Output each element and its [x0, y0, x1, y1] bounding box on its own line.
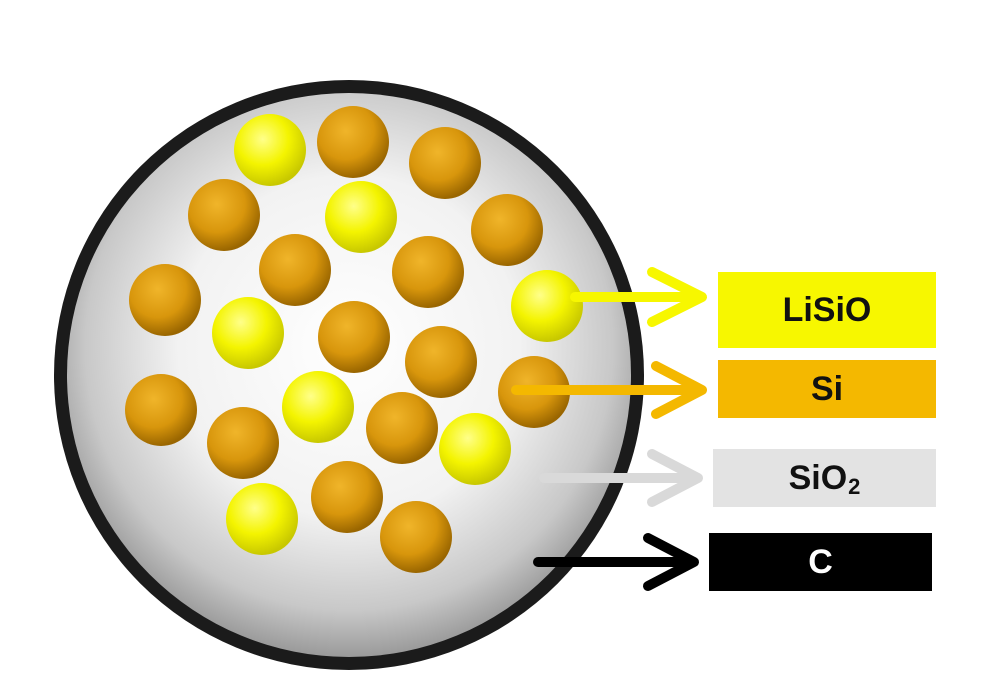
arrow-sio2 [539, 449, 703, 507]
si-particle [409, 127, 481, 199]
si-particle [207, 407, 279, 479]
lisio-particle [325, 181, 397, 253]
lisio-particles [212, 114, 583, 555]
label-c-text: C [808, 542, 833, 581]
arrow-c [533, 533, 699, 591]
si-particle [259, 234, 331, 306]
label-si-text: Si [810, 369, 844, 408]
si-particle [311, 461, 383, 533]
lisio-particle [282, 371, 354, 443]
label-lisio-text: LiSiO [782, 290, 872, 329]
label-c: C [709, 533, 932, 591]
si-particle [125, 374, 197, 446]
si-particle [392, 236, 464, 308]
label-si: Si [718, 360, 936, 418]
si-particles [125, 106, 570, 573]
si-particle [317, 106, 389, 178]
lisio-particle [212, 297, 284, 369]
arrow-lisio [570, 267, 707, 327]
label-sio2-subscript: 2 [848, 474, 861, 499]
si-particle [405, 326, 477, 398]
lisio-particle [234, 114, 306, 186]
si-particle [366, 392, 438, 464]
lisio-particle [439, 413, 511, 485]
si-particle [188, 179, 260, 251]
si-particle [318, 301, 390, 373]
si-particle [129, 264, 201, 336]
lisio-particle [511, 270, 583, 342]
label-lisio: LiSiO [718, 272, 936, 348]
si-particle [380, 501, 452, 573]
label-sio2-text: SiO [788, 458, 848, 497]
arrow-si [511, 361, 707, 419]
lisio-particle [226, 483, 298, 555]
si-particle [471, 194, 543, 266]
